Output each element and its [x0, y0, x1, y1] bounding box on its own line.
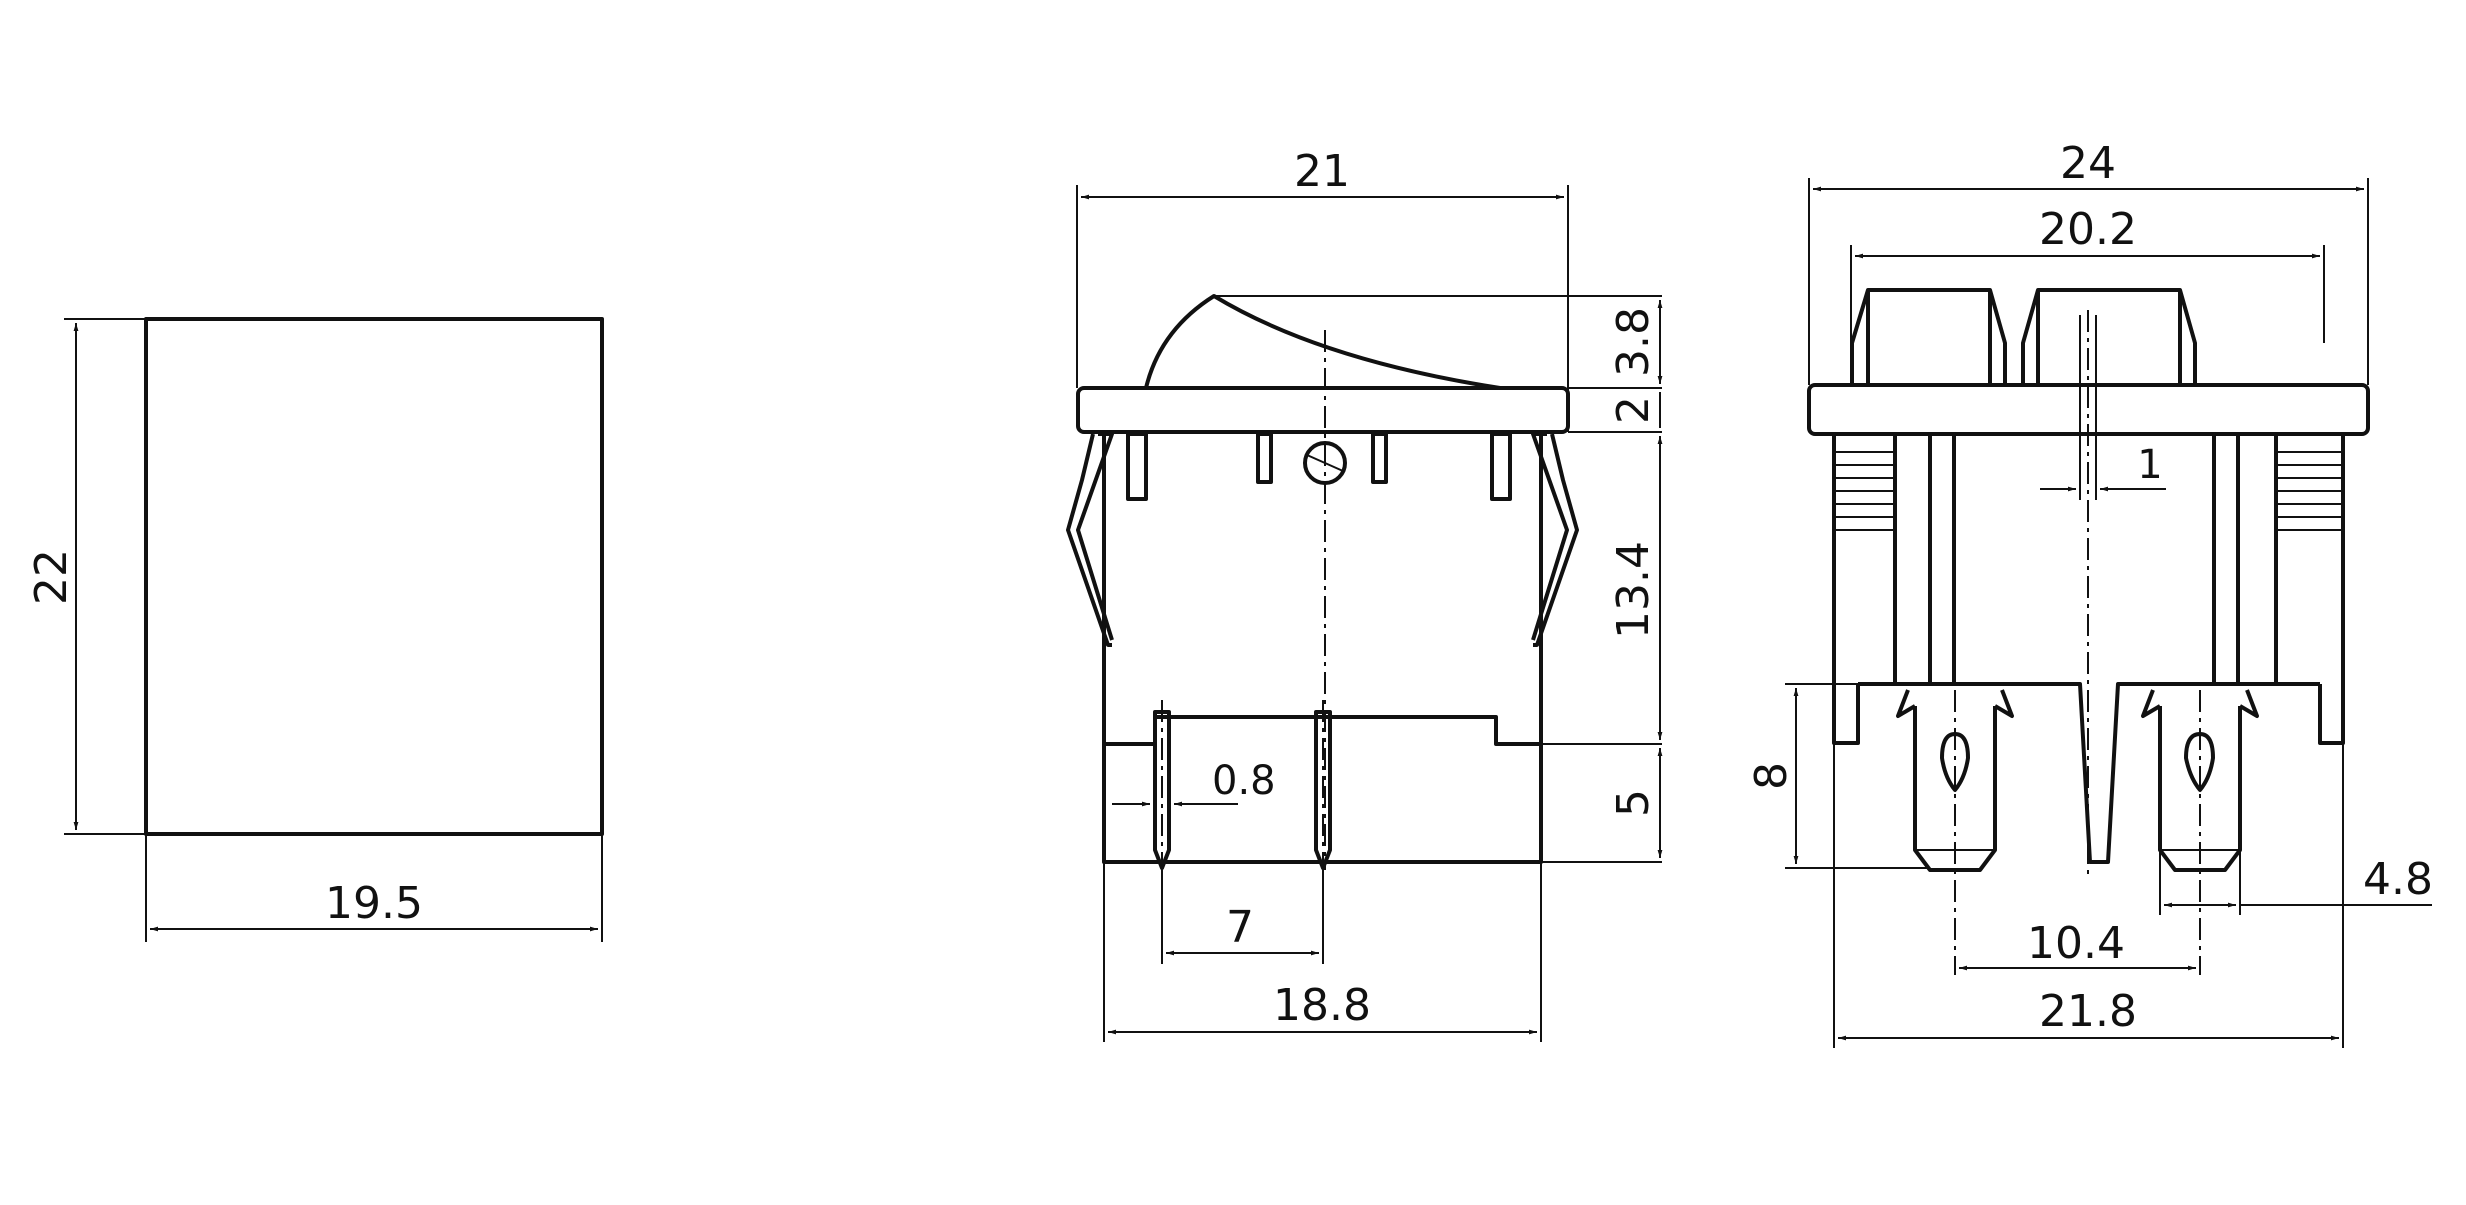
panel-cutout-view: 22 19.5: [26, 317, 604, 942]
side-overall-width-label: 21: [1294, 146, 1350, 197]
grip-ribs: [1834, 451, 2343, 531]
center-gap-label: 1: [2137, 442, 2162, 488]
front-view: 24 20.2 1 8 4.8 10.4 21.8: [1746, 138, 2433, 1048]
side-terminals: [1153, 700, 1332, 880]
side-body-width-label: 18.8: [1273, 980, 1371, 1031]
body-depth-label: 13.4: [1608, 541, 1659, 639]
side-view: 21 3.8 2 13.4 5 0.8 7 18.8: [1066, 146, 1663, 1042]
terminal-width-label: 4.8: [2363, 854, 2433, 905]
terminal-height-label: 8: [1746, 762, 1797, 790]
cutout-width-label: 19.5: [325, 878, 423, 929]
rocker-height-label: 3.8: [1608, 307, 1659, 377]
terminal-length-label: 5: [1608, 789, 1659, 817]
terminal-spacing-label: 10.4: [2027, 918, 2125, 969]
front-terminals: [1896, 689, 2259, 872]
front-overall-width-label: 24: [2060, 138, 2116, 189]
cutout-height-label: 22: [26, 549, 77, 605]
terminal-pitch-label: 7: [1226, 902, 1254, 953]
flange-thickness-label: 2: [1608, 396, 1659, 424]
rocker-width-label: 20.2: [2039, 204, 2137, 255]
terminal-thickness-label: 0.8: [1212, 758, 1276, 804]
front-body-width-label: 21.8: [2039, 986, 2137, 1037]
